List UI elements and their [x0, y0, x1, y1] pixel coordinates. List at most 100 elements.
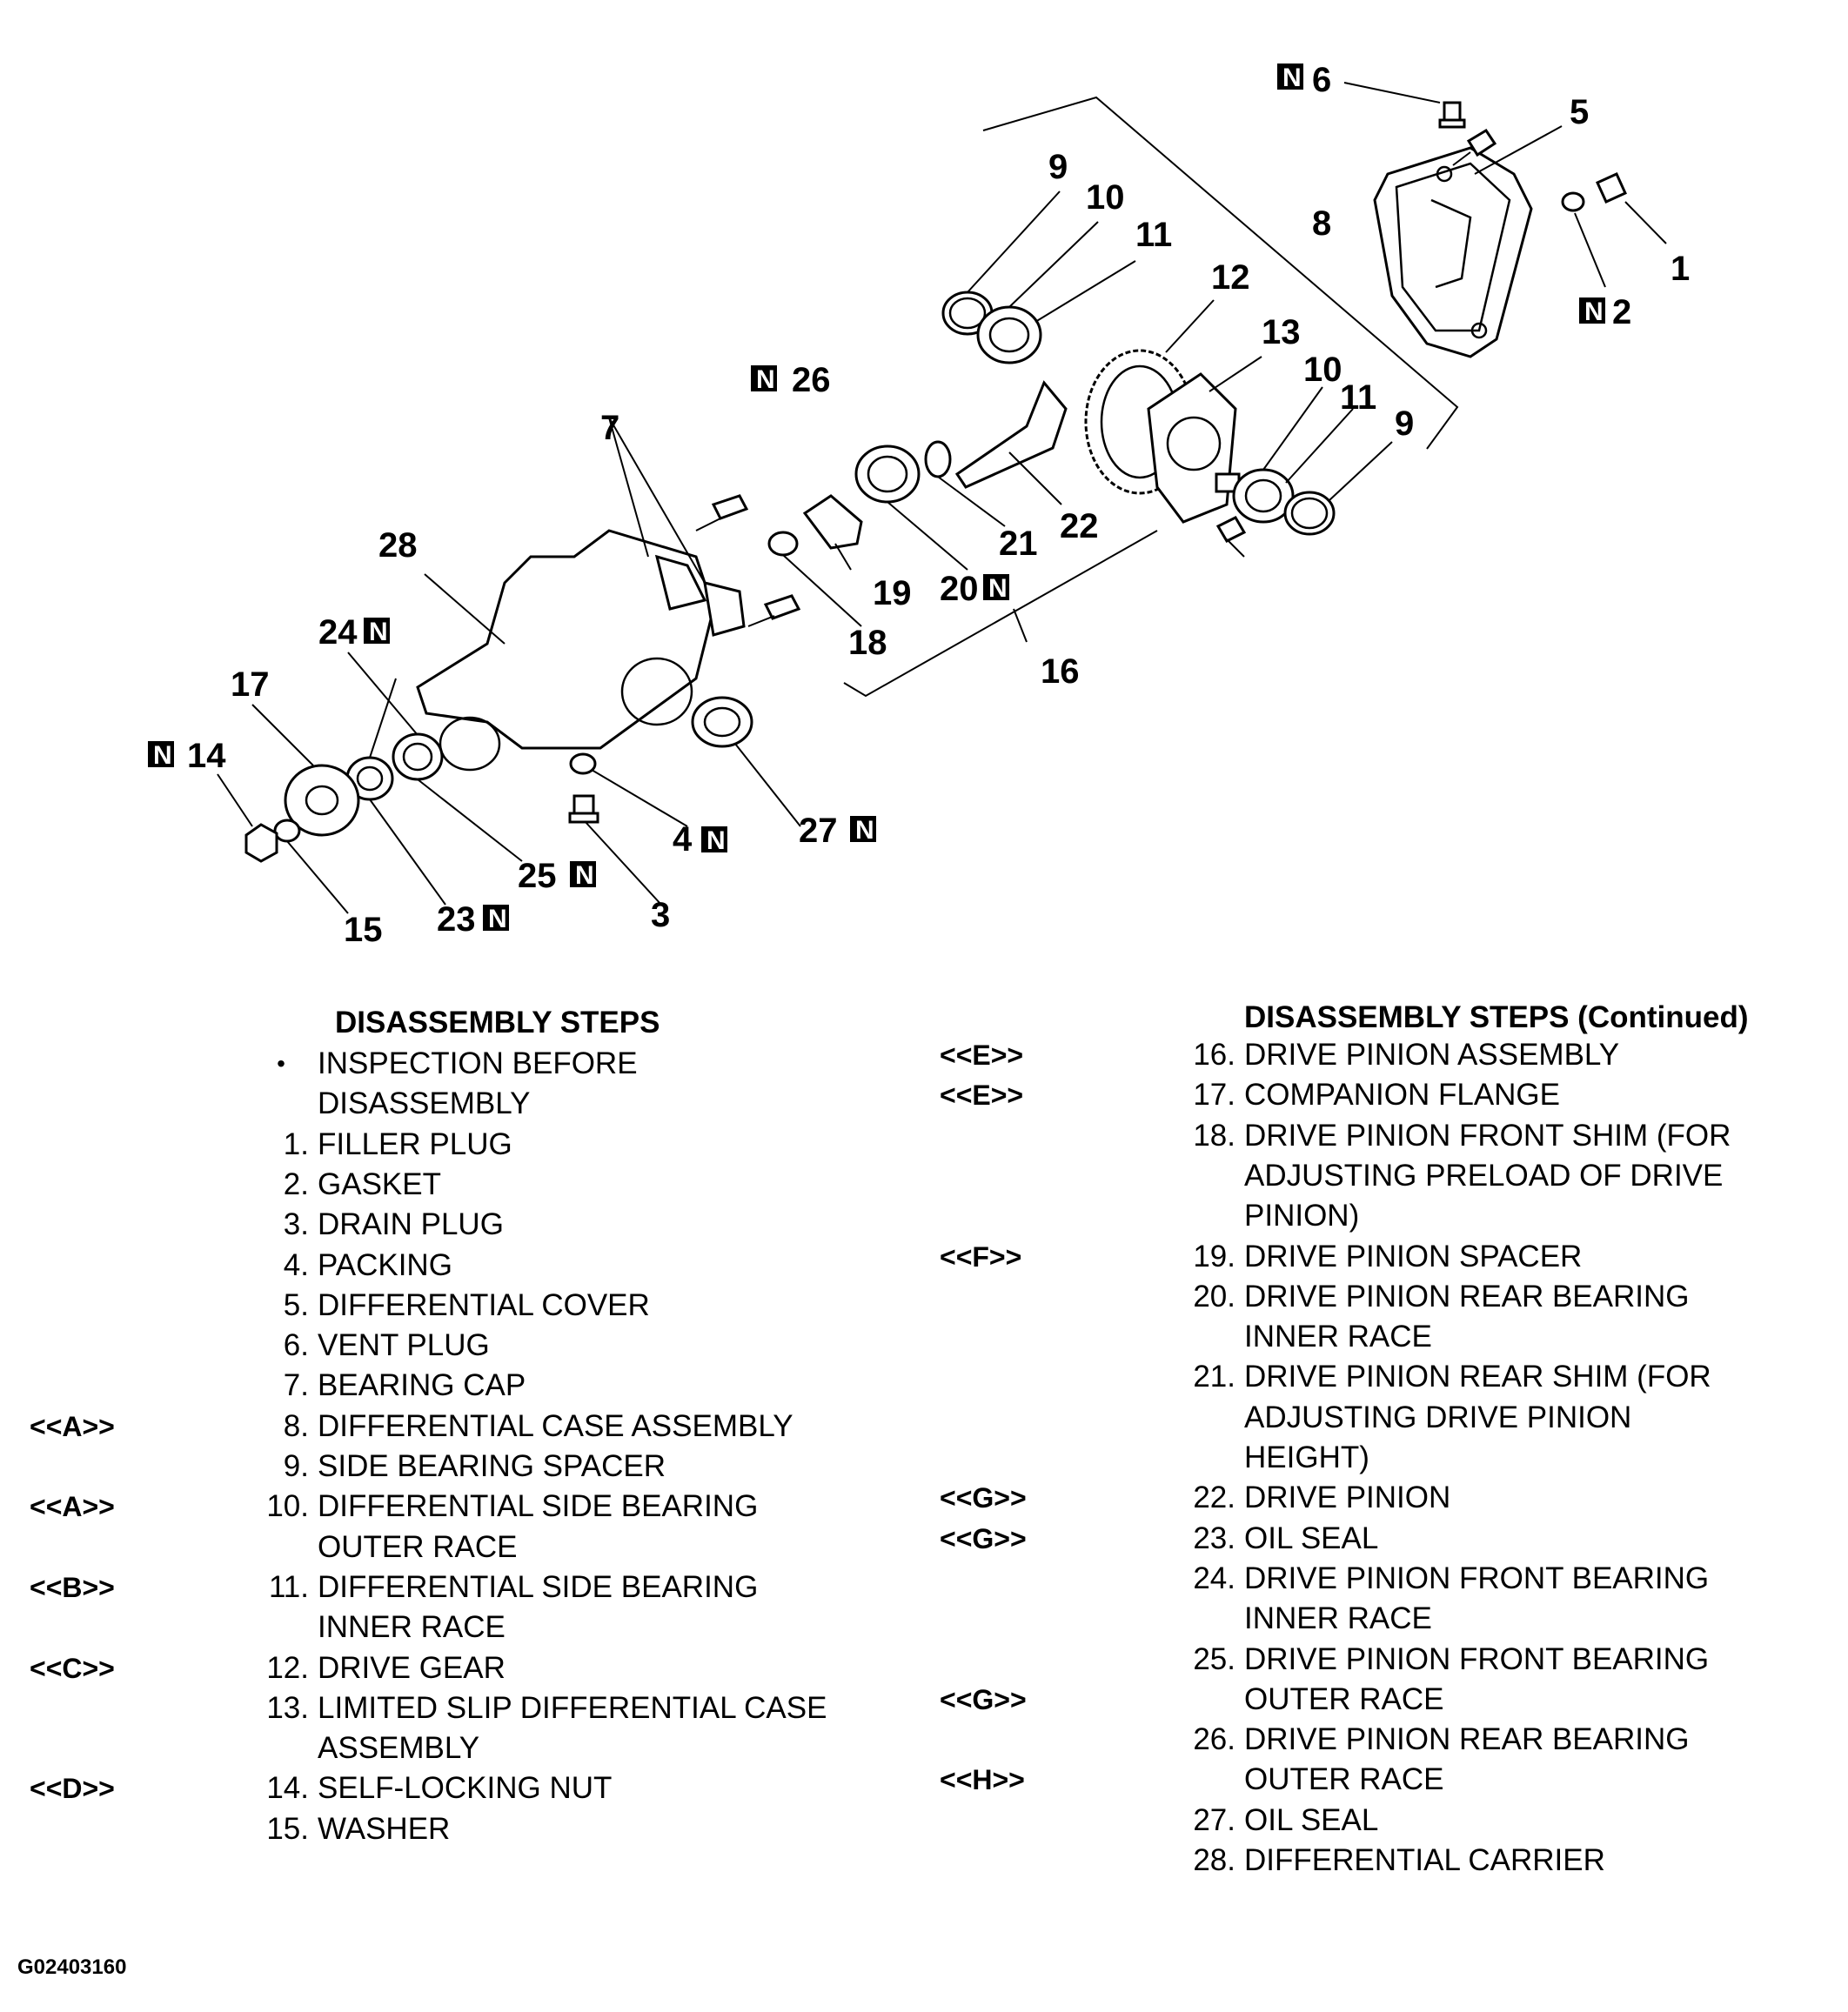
callout-16: 16: [1041, 652, 1080, 691]
callout-23: 23: [437, 900, 476, 939]
carrier-bolt: [695, 494, 801, 627]
step-text: SIDE BEARING SPACER: [318, 1449, 666, 1483]
steps-title-continued: DISASSEMBLY STEPS (Continued): [1244, 1000, 1749, 1034]
leader-lines: [217, 82, 1667, 914]
packing: [569, 752, 597, 775]
assembly-bracket-8: [982, 96, 1459, 450]
n-marker: N: [701, 826, 727, 855]
callout-15: 15: [344, 911, 383, 949]
svg-text:N: N: [369, 618, 388, 646]
drive-pinion-front-shim: [767, 531, 799, 557]
step-code: <<G>>: [940, 1683, 1027, 1715]
companion-flange: [284, 764, 360, 837]
step-text: OIL SEAL: [1244, 1521, 1379, 1555]
step-text: INNER RACE: [1244, 1320, 1432, 1354]
step-text: DIFFERENTIAL SIDE BEARING: [318, 1489, 759, 1524]
svg-text:N: N: [153, 741, 172, 770]
svg-text:N: N: [1282, 64, 1302, 92]
step-text: DIFFERENTIAL SIDE BEARING: [318, 1569, 759, 1604]
step-text: INNER RACE: [1244, 1601, 1432, 1636]
step-number: 2.: [283, 1166, 309, 1201]
callout-2: 2: [1612, 293, 1631, 331]
step-number: 13.: [266, 1690, 309, 1725]
svg-text:N: N: [756, 365, 775, 394]
step-text: HEIGHT): [1244, 1440, 1369, 1474]
callout-10: 10: [1086, 178, 1125, 217]
step-code: <<A>>: [30, 1410, 115, 1442]
step-number: 9.: [283, 1449, 309, 1483]
step-number: 24.: [1193, 1561, 1235, 1595]
step-number: 25.: [1193, 1641, 1235, 1676]
step-text: SELF-LOCKING NUT: [318, 1771, 613, 1806]
front-bearing-outer-race: [392, 732, 444, 781]
step-text: DIFFERENTIAL CARRIER: [1244, 1843, 1605, 1877]
callout-21: 21: [999, 525, 1038, 563]
step-number: 20.: [1193, 1279, 1235, 1313]
filler-plug: [1561, 172, 1627, 212]
drive-pinion-rear-shim: [924, 440, 952, 478]
step-number: 8.: [283, 1408, 309, 1443]
n-marker: N: [570, 861, 596, 890]
callout-14: 14: [187, 737, 226, 775]
callout-5: 5: [1570, 93, 1589, 131]
callout-3: 3: [651, 896, 670, 934]
callout-1: 1: [1671, 250, 1690, 288]
callout-9: 9: [1395, 404, 1414, 443]
n-marker: N: [983, 574, 1009, 603]
oil-seal-rear: [691, 696, 753, 748]
steps-title: DISASSEMBLY STEPS: [335, 1006, 660, 1039]
svg-text:N: N: [855, 816, 874, 845]
step-text: OUTER RACE: [1244, 1681, 1444, 1716]
step-number: 27.: [1193, 1802, 1235, 1837]
exploded-view-diagram: N 6 5 1 N 2 8 9 10 11 12 13 10 11 9 N 26…: [148, 61, 1690, 949]
step-text: DRIVE PINION: [1244, 1481, 1451, 1515]
step-code: <<B>>: [30, 1571, 115, 1603]
callout-6: 6: [1312, 61, 1331, 99]
side-bearing-spacer-lower: [1283, 491, 1336, 536]
svg-text:N: N: [988, 574, 1008, 603]
step-text: DRAIN PLUG: [318, 1207, 504, 1242]
step-text: BEARING CAP: [318, 1368, 526, 1403]
step-code: <<E>>: [940, 1080, 1024, 1112]
step-number: 6.: [283, 1328, 309, 1363]
side-bearing-race-upper: [976, 305, 1042, 364]
step-text: COMPANION FLANGE: [1244, 1078, 1561, 1113]
step-number: 10.: [266, 1489, 309, 1524]
step-number: 11.: [268, 1569, 309, 1604]
step-number: 28.: [1193, 1843, 1235, 1877]
step-text: DRIVE PINION REAR SHIM (FOR: [1244, 1360, 1711, 1394]
step-text: ADJUSTING PRELOAD OF DRIVE: [1244, 1158, 1724, 1193]
callout-25: 25: [518, 857, 557, 895]
step-text: WASHER: [318, 1811, 451, 1846]
lsd-case: [1147, 372, 1241, 524]
n-marker: N: [364, 618, 390, 646]
step-text: DRIVE PINION REAR BEARING: [1244, 1722, 1690, 1757]
step-code: <<G>>: [940, 1522, 1027, 1554]
step-text: OIL SEAL: [1244, 1802, 1379, 1837]
step-code: <<A>>: [30, 1491, 115, 1523]
step-text: DRIVE PINION FRONT BEARING: [1244, 1561, 1710, 1595]
svg-text:N: N: [1584, 297, 1604, 326]
n-marker: N: [751, 365, 777, 394]
step-text: OUTER RACE: [318, 1529, 518, 1564]
case-bolt: [1215, 516, 1247, 558]
callout-11: 11: [1340, 378, 1376, 417]
step-text: GASKET: [318, 1166, 441, 1201]
step-number: 14.: [266, 1771, 309, 1806]
callout-19: 19: [873, 574, 912, 612]
step-text: DRIVE PINION FRONT SHIM (FOR: [1244, 1118, 1731, 1153]
step-number: 3.: [283, 1207, 309, 1242]
washer: [273, 819, 301, 843]
cover-bolt: [1452, 128, 1497, 166]
n-marker: N: [1579, 297, 1605, 326]
step-text: VENT PLUG: [318, 1328, 490, 1363]
step-text: DRIVE PINION ASSEMBLY: [1244, 1038, 1620, 1072]
step-text: FILLER PLUG: [318, 1126, 512, 1161]
step-text: INNER RACE: [318, 1610, 506, 1645]
step-number: 1.: [283, 1126, 309, 1161]
callout-20: 20: [940, 570, 979, 608]
step-text: LIMITED SLIP DIFFERENTIAL CASE: [318, 1690, 827, 1725]
step-text: DIFFERENTIAL CASE ASSEMBLY: [318, 1408, 793, 1443]
callouts: N 6 5 1 N 2 8 9 10 11 12 13 10 11 9 N 26…: [148, 61, 1690, 949]
n-marker: N: [850, 816, 876, 845]
